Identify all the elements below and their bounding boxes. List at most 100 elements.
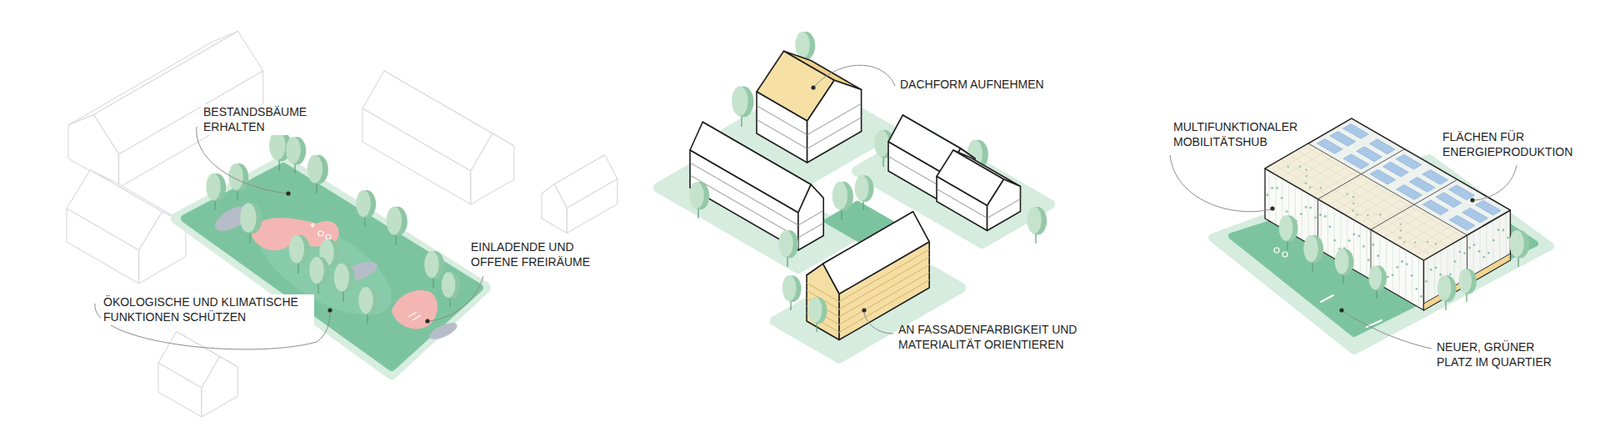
roof-hatch [1321, 175, 1364, 200]
leader-line [1475, 165, 1517, 200]
tree-crown [386, 206, 402, 235]
tree-crown [778, 230, 794, 257]
facade-greenery [1334, 210, 1335, 257]
facade-plant [1449, 273, 1452, 276]
floor-line [798, 210, 824, 226]
annotation-label: ÖKOLOGISCHE UND KLIMATISCHE FUNKTIONEN S… [100, 294, 315, 325]
tree-crown [1437, 275, 1452, 300]
roof-hatch [1281, 153, 1324, 178]
roof-hatch [1289, 157, 1331, 182]
facade-plant [1280, 196, 1284, 200]
building-gable [201, 356, 238, 418]
tree-crown [832, 181, 848, 210]
roof-hatch [1408, 226, 1450, 251]
roof-hatch [1305, 166, 1348, 191]
floor-line [839, 249, 930, 302]
facade-greenery [1269, 172, 1270, 220]
facade-greenery [1485, 225, 1487, 266]
tree-crown [808, 296, 823, 322]
leader-dot [285, 190, 290, 195]
play-symbol [310, 222, 315, 228]
facade-plant [1275, 186, 1279, 190]
facade-greenery [1505, 214, 1507, 255]
roof-plant [1352, 195, 1355, 199]
leader-dot [1470, 197, 1475, 202]
floor-line [987, 199, 1021, 219]
tree-crown [289, 235, 305, 264]
roof-plant [1320, 186, 1323, 190]
tree-crown [689, 181, 705, 209]
facade-plant [1305, 205, 1308, 209]
annotation-label: MULTIFUNKTIONALER MOBILITÄTSHUB [1173, 120, 1320, 150]
leader-lines [95, 65, 1517, 350]
roof-plant [1352, 202, 1355, 205]
leader-line [429, 275, 484, 321]
tree-crown [424, 250, 440, 278]
roof-plant [1305, 175, 1308, 178]
facade-plant [1333, 239, 1336, 242]
building-gable [470, 133, 515, 205]
facade-plant [1405, 262, 1409, 265]
tree-crown [1335, 248, 1350, 274]
roof-hatch [1400, 221, 1443, 246]
tree-crown [795, 31, 810, 59]
facade-plant [1266, 193, 1270, 196]
facade-plant [1430, 268, 1433, 271]
facade-plant [1468, 246, 1471, 250]
facade-plant [1463, 251, 1466, 255]
facade-plant [1391, 273, 1395, 276]
facade-greenery [1427, 259, 1429, 300]
facade-plant [1270, 186, 1274, 190]
roof-plant [1379, 213, 1382, 216]
facade-plant [1501, 229, 1505, 232]
tree-crown [1509, 230, 1525, 257]
tree-crown [855, 175, 870, 200]
building-wall [756, 91, 808, 163]
tree-crown [1279, 215, 1294, 240]
tree-crown [358, 286, 374, 314]
tree-crown [228, 163, 244, 190]
facade-plant [1506, 236, 1510, 240]
facade-greenery [1405, 251, 1406, 299]
facade-plant [1410, 274, 1414, 277]
facade-plant [1400, 260, 1404, 263]
tree-crown [1458, 268, 1472, 293]
annotation-label: DACHFORM AUFNEHMEN [900, 77, 1100, 93]
facade-greenery [1411, 255, 1413, 302]
facade-plant [1357, 235, 1360, 238]
facade-plant [1497, 228, 1500, 231]
roof-hatch [1305, 145, 1464, 237]
facade-plant [1386, 275, 1390, 279]
roof-plant [1403, 240, 1406, 244]
facade-plant [1285, 210, 1289, 213]
facade-plant [1487, 251, 1490, 255]
roof-hatch [1273, 148, 1315, 173]
facade-plant [1439, 273, 1442, 276]
floor-line [936, 189, 988, 219]
floor-line [807, 117, 862, 150]
facade-plant [1492, 239, 1495, 242]
building-wall [566, 179, 618, 234]
roof-plant [1435, 242, 1438, 245]
facade-plant [1367, 258, 1370, 261]
play-symbol [318, 230, 324, 236]
tree-crown [285, 136, 301, 164]
building-gable [807, 80, 862, 163]
annotation-label: EINLADENDE UND OFFENE FREIRÄUME [468, 239, 599, 270]
leader-line [1344, 311, 1432, 349]
annotation-label: BESTANDSBÄUME ERHALTEN [200, 104, 331, 135]
open-space [391, 290, 438, 329]
ground-marking [1408, 323, 1417, 329]
roof-garden [1265, 143, 1468, 260]
tree-crown [1303, 235, 1319, 262]
roof-hatch [1416, 230, 1459, 255]
tree-crown [334, 263, 350, 292]
roof-plant [1299, 165, 1302, 169]
facade-plant [1314, 215, 1317, 219]
facade-plant [1478, 250, 1481, 253]
roof-plant [1426, 240, 1430, 244]
roof-hatch [1297, 162, 1340, 187]
play-symbol [408, 311, 421, 320]
facade-greenery [1480, 229, 1481, 270]
facade-plant [1425, 280, 1428, 283]
